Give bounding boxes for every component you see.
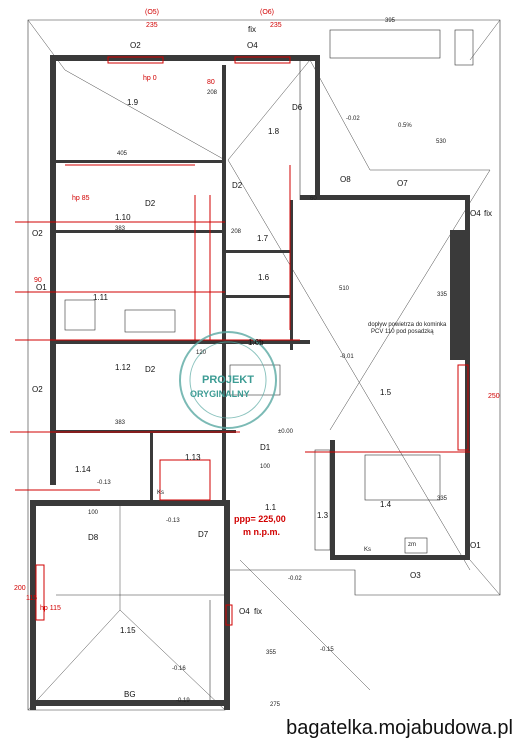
interior-lines	[56, 29, 474, 700]
hp115-label: hp 115	[40, 605, 61, 612]
dim-235-a: 235	[146, 22, 158, 29]
air-supply-note: dopływ powietrza do kominka	[368, 322, 447, 328]
level-016: -0.16	[172, 666, 186, 672]
window-o2-top: O2	[130, 41, 141, 50]
window-fix-bottom: fix	[254, 607, 262, 616]
room-1-9: 1.9	[127, 98, 139, 107]
door-d2-c: D2	[145, 365, 156, 374]
ks-label-b: Ks	[157, 490, 164, 496]
door-labels: D2 D2 D2 D1 D8 D7 D6 BG	[88, 103, 303, 699]
door-d2-b: D2	[145, 199, 156, 208]
room-1-5: 1.5	[380, 388, 392, 397]
red-annotations	[10, 56, 470, 626]
ks-label-a: Ks	[364, 547, 371, 553]
dim-250: 250	[488, 393, 500, 400]
level-001: -0.01	[340, 354, 354, 360]
level-019: -0.19	[176, 698, 190, 704]
pipe-note: PCV 110 pod posadzką	[371, 329, 434, 335]
dim-335-b: 335	[437, 496, 448, 502]
dim-90: 90	[34, 277, 42, 284]
approval-stamp	[179, 331, 277, 429]
notes: ppp= 225,00 m n.p.m. dopływ powietrza do…	[40, 75, 447, 612]
levels: ±0.00 -0.13 -0.13 -0.16 -0.19 -0.02 -0.0…	[97, 116, 412, 704]
dim-208-a: 208	[207, 90, 218, 96]
window-o4-top: O4	[247, 41, 258, 50]
dimensions: 395 405 383 383 510 335 335 530 355 275 …	[14, 18, 500, 708]
dim-405: 405	[117, 151, 128, 157]
slope-05: 0.5%	[398, 123, 412, 129]
window-o4-bottom: O4	[239, 607, 250, 616]
level-013-a: -0.13	[97, 480, 111, 486]
door-d7: D7	[198, 530, 209, 539]
room-1-8: 1.8	[268, 127, 280, 136]
window-o2-left1: O2	[32, 229, 43, 238]
dim-235-b: 235	[270, 22, 282, 29]
dim-208-b: 208	[231, 229, 242, 235]
dim-115: 115	[26, 595, 37, 602]
window-fix-top: fix	[248, 25, 256, 34]
dim-395: 395	[385, 18, 396, 24]
site-watermark: bagatelka.mojabudowa.pl	[286, 717, 513, 739]
room-1-4: 1.4	[380, 500, 392, 509]
door-d6: D6	[292, 103, 303, 112]
ppp-note: ppp= 225,00	[234, 514, 286, 524]
stamp-text-2: ORYGINALNY	[190, 389, 250, 399]
level-015: -0.15	[320, 647, 334, 653]
dim-100-a: 100	[260, 464, 271, 470]
room-1-10: 1.10	[115, 213, 131, 222]
dim-530: 530	[436, 139, 447, 145]
door-d2-a: D2	[232, 181, 243, 190]
window-o5-top: (O5)	[145, 9, 159, 16]
hp85-label: hp 85	[72, 195, 90, 202]
stamp-text-1: PROJEKT	[202, 374, 254, 386]
room-1-14: 1.14	[75, 465, 91, 474]
window-o4-right: O4	[470, 209, 481, 218]
room-1-6b: 1.6b	[248, 338, 264, 347]
dim-510: 510	[339, 286, 350, 292]
level-013-b: -0.13	[166, 518, 180, 524]
room-1-7: 1.7	[257, 234, 269, 243]
room-1-3: 1.3	[317, 511, 329, 520]
window-o8: O8	[340, 175, 351, 184]
dim-383-a: 383	[115, 226, 126, 232]
window-labels: O2 O4 (O5) (O6) fix O8 O7 O4 fix O3 O1 O…	[32, 9, 492, 616]
dim-80: 80	[207, 79, 215, 86]
dim-355: 355	[266, 650, 277, 656]
dim-100-b: 100	[88, 510, 99, 516]
room-1-6: 1.6	[258, 273, 270, 282]
window-o6-top: (O6)	[260, 9, 274, 16]
mnpm-note: m n.p.m.	[243, 527, 280, 537]
level-002-b: -0.02	[346, 116, 360, 122]
dim-120: 120	[196, 350, 207, 356]
door-d1: D1	[260, 443, 271, 452]
dim-383-b: 383	[115, 420, 126, 426]
roof-outline	[27, 19, 501, 711]
dim-335-a: 335	[437, 292, 448, 298]
room-labels: 1.9 1.8 1.10 1.7 1.6 1.11 1.6b 1.12 1.5 …	[75, 98, 392, 635]
room-1-1: 1.1	[265, 503, 277, 512]
room-1-11: 1.11	[93, 293, 109, 302]
room-1-12: 1.12	[115, 363, 131, 372]
window-o1-left: O1	[36, 283, 47, 292]
window-o2-left2: O2	[32, 385, 43, 394]
zm-label: zm	[408, 542, 416, 548]
dim-200: 200	[14, 585, 26, 592]
level-zero: ±0.00	[278, 429, 294, 435]
window-o7: O7	[397, 179, 408, 188]
window-o3: O3	[410, 571, 421, 580]
dim-60: 60	[310, 196, 317, 202]
door-bg: BG	[124, 690, 136, 699]
hp-label: hp 0	[143, 75, 157, 82]
room-1-15: 1.15	[120, 626, 136, 635]
room-1-13: 1.13	[185, 453, 201, 462]
window-o1: O1	[470, 541, 481, 550]
dim-275: 275	[270, 702, 281, 708]
level-002-a: -0.02	[288, 576, 302, 582]
door-d8: D8	[88, 533, 99, 542]
window-fix-right: fix	[484, 209, 492, 218]
